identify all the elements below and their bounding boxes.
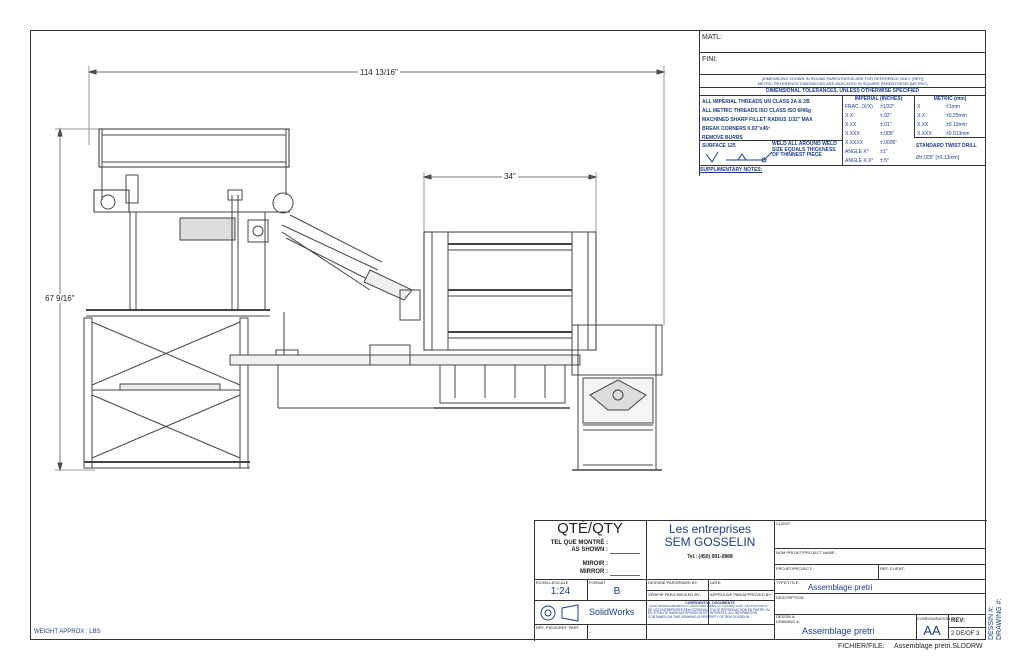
metric-key: X.X	[917, 113, 926, 119]
qty-title: QTÉ/QTY	[557, 520, 623, 537]
metric-header: METRIC (mm)	[933, 96, 967, 102]
type-label: TYPE/TITLE:	[776, 580, 800, 585]
company-name-line1: Les entreprises	[668, 522, 752, 536]
ref-part-value: -	[589, 630, 591, 636]
project-name-label: NOM PROJET/PROJECT NAME:	[776, 550, 836, 555]
imperial-value: ±.005"	[880, 131, 895, 137]
imperial-value: ±.5°	[880, 158, 889, 164]
file-label: FICHIER/FILE:	[838, 643, 885, 650]
type-value: Assemblage pretri	[808, 583, 873, 592]
side-drawing-number-label: DESSIN #: DRAWING #:	[988, 598, 1003, 640]
weight-approx: WEIGHT APPROX : LBS	[34, 629, 101, 635]
tol-left-row: REMOVE BURRS	[702, 135, 743, 141]
title-block	[534, 520, 987, 641]
mirror-fr-label: MIROIR :	[582, 561, 608, 567]
project-label: PROJET/PROJECT:	[776, 566, 813, 571]
imperial-value: ±1/32"	[880, 104, 895, 110]
date-label: DATE:	[710, 580, 722, 585]
weld-note: WELD ALL AROUND WELD SIZE EQUALS THICKNE…	[772, 141, 837, 158]
drawing-number-value: Assemblage pretri	[802, 626, 875, 636]
reference-dim-note: [DIMENSIONS SHOWN IN ROUND PARENTHESIS A…	[761, 76, 924, 81]
software-label: SolidWorks	[589, 607, 635, 617]
configuration-label: CONFIGURATION	[917, 616, 951, 621]
matl-label: MATL:	[702, 34, 723, 41]
description-label: DESCRIPTION:	[776, 595, 805, 600]
as-shown-fr-label: TEL QUE MONTRÉ :	[550, 540, 608, 546]
dimension-overall-width: 114 13/16"	[358, 68, 400, 77]
imperial-key: X.XXXX	[845, 140, 864, 146]
checked-by-label: VÉRIFIÉ PAR/CHECKED BY:	[648, 592, 701, 597]
drawn-by-label: DESSINÉ PAR/DRAWN BY:	[648, 580, 699, 585]
scale-value: 1:24	[550, 586, 571, 597]
confidential-text: TOUS RENSEIGNEMENTS CONTENUS DANS CE DES…	[648, 605, 770, 619]
tol-left-row: ALL IMPERIAL THREADS UN CLASS 2A & 2B	[702, 99, 810, 105]
imperial-header: IMPERIAL (INCHES)	[854, 96, 903, 102]
imperial-value: ±1°	[880, 149, 888, 155]
mirror-en-label: MIRROR :	[580, 569, 608, 575]
imperial-key: X.XX	[845, 122, 857, 128]
twist-drill-value: Ø±.005" [±0.13mm]	[916, 155, 960, 161]
tol-left-row: BREAK CORNERS 0.02"x45º	[702, 126, 770, 132]
company-phone: Tel.: (450) 991-0888	[687, 554, 733, 560]
third-angle-projection-icon	[540, 604, 579, 622]
drawing-sheet-border	[30, 30, 986, 640]
tol-left-row: ALL METRIC THREADS ISO CLASS ISO 6H/6g	[702, 108, 812, 114]
imperial-key: X.XXX	[845, 131, 860, 137]
scale-label: ÉCHELLE/SCALE	[536, 580, 569, 585]
drawing-number-label: DESSIN #: DRAWING #:	[776, 614, 800, 624]
supplementary-notes: SUPPLIMENTARY NOTES:	[700, 167, 763, 173]
imperial-key: X.X	[845, 113, 854, 119]
metric-dim-note: METRIC REFERENCE DIMENSIONS ARE INDICATE…	[757, 81, 928, 86]
imperial-key: ANGLE X°	[845, 149, 869, 155]
twist-drill-header: STANDARD TWIST DRILL	[916, 143, 977, 149]
file-name: Assemblage pretri.SLDDRW	[894, 643, 983, 650]
metric-value: ±0.13mm	[946, 122, 967, 128]
assembly-drawing	[55, 66, 666, 472]
sheet-number: 2 DE/OF 3	[951, 631, 980, 637]
ref-part-label: RÉF. PIÈCE/REF. PART	[536, 625, 579, 630]
company-name-line2: SEM GOSSELIN	[664, 535, 756, 549]
revision-label: REV:	[951, 618, 966, 624]
tolerance-header: DIMENSIONAL TOLERANCES, UNLESS OTHERWISE…	[765, 88, 920, 94]
format-label: FORMAT	[589, 580, 606, 585]
imperial-value: ±.0005"	[880, 140, 898, 146]
configuration-value: AA	[923, 623, 941, 638]
metric-key: X.XXX	[917, 131, 932, 137]
metric-key: X	[917, 104, 921, 110]
approved-by-label: APPROUVÉ PAR/APPROVED BY:	[710, 592, 772, 597]
format-value: B	[613, 586, 621, 597]
tolerance-block	[699, 30, 987, 176]
client-label: CLIENT:	[776, 521, 791, 526]
imperial-key: ANGLE X.X°	[845, 158, 874, 164]
dimension-overall-height: 67 9/16"	[44, 294, 76, 303]
imperial-value: ±.02"	[880, 113, 892, 119]
fini-label: FINI:	[702, 56, 718, 63]
tol-left-row: MACHINED SHARP FILLET RADIUS 1/32" MAX	[702, 117, 813, 123]
as-shown-en-label: AS SHOWN :	[571, 547, 608, 553]
confidential-title: CONFIDENTIAL DOCUMENTS	[685, 601, 735, 605]
ref-client-label: REF. CLIENT:	[880, 566, 905, 571]
metric-value: ±0.25mm	[946, 113, 967, 119]
surface-label: SURFACE 125	[702, 143, 736, 149]
metric-value: ±1mm	[946, 104, 960, 110]
weld-symbol-icon	[705, 151, 773, 163]
imperial-key: FRAC. (X/X)	[845, 104, 873, 110]
metric-value: ±0.013mm	[946, 131, 970, 137]
imperial-value: ±.01"	[880, 122, 892, 128]
metric-key: X.XX	[917, 122, 929, 128]
dimension-inner-width: 34"	[502, 172, 518, 181]
